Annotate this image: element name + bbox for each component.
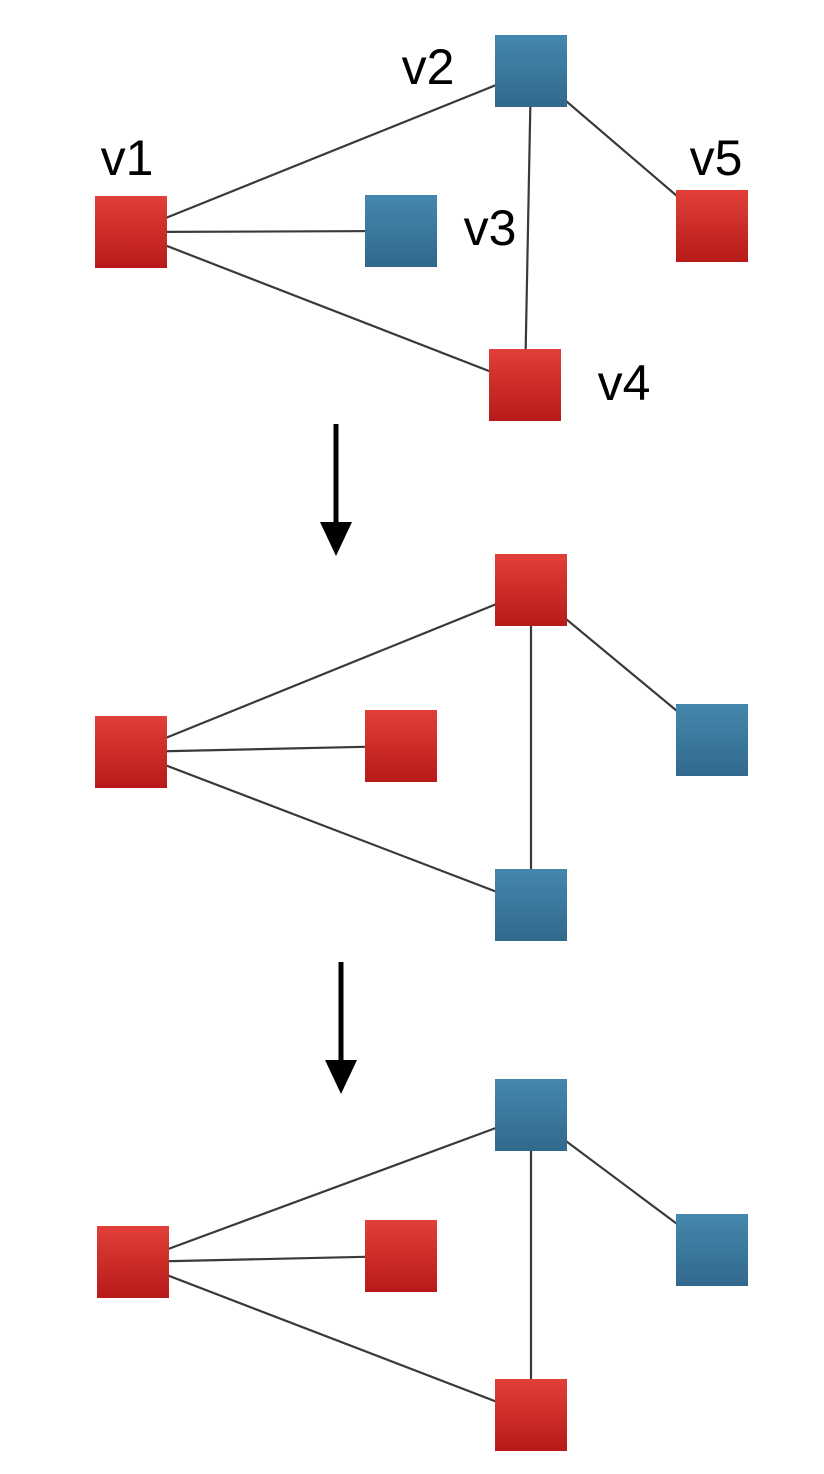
node-v2-square [495,35,567,107]
edge-v1-v4 [130,230,526,387]
transition-arrow-2 [325,962,357,1094]
edge-v2-v4 [523,70,533,386]
node-v5-square [676,190,748,262]
node-v2-square [495,1079,567,1151]
node-v1-square [95,716,167,788]
node-v1-square [95,196,167,268]
edge-v1-v2 [130,588,532,754]
node-label-v5: v5 [690,130,743,186]
edge-v1-v4 [130,750,532,907]
node-label-v1: v1 [101,130,154,186]
node-v1-square [97,1226,169,1298]
edge-v1-v3 [130,744,402,754]
node-v3-square [365,710,437,782]
edge-v1-v2 [130,69,532,234]
transition-arrow-1 [320,424,352,556]
node-v4-square [495,869,567,941]
graph-step-1: v1 v2 v3 v4 v5 [95,35,748,421]
node-v5-square [676,704,748,776]
node-label-v4: v4 [598,355,651,411]
graph-step-2 [95,554,748,941]
arrow-head [325,1060,357,1094]
node-label-v3: v3 [464,200,517,256]
node-v5-square [676,1214,748,1286]
node-v4-square [489,349,561,421]
node-v2-square [495,554,567,626]
node-v4-square [495,1379,567,1451]
edge-v1-v2 [132,1113,532,1264]
edge-v1-v4 [132,1260,532,1417]
graph-step-3 [97,1079,748,1451]
node-label-v2: v2 [402,39,455,95]
arrow-head [320,522,352,556]
edge-v1-v3 [132,1254,402,1264]
edge-v1-v3 [130,229,402,234]
diagram-layers: v1 v2 v3 v4 v5 [95,35,748,1451]
node-v3-square [365,1220,437,1292]
node-v3-square [365,195,437,267]
